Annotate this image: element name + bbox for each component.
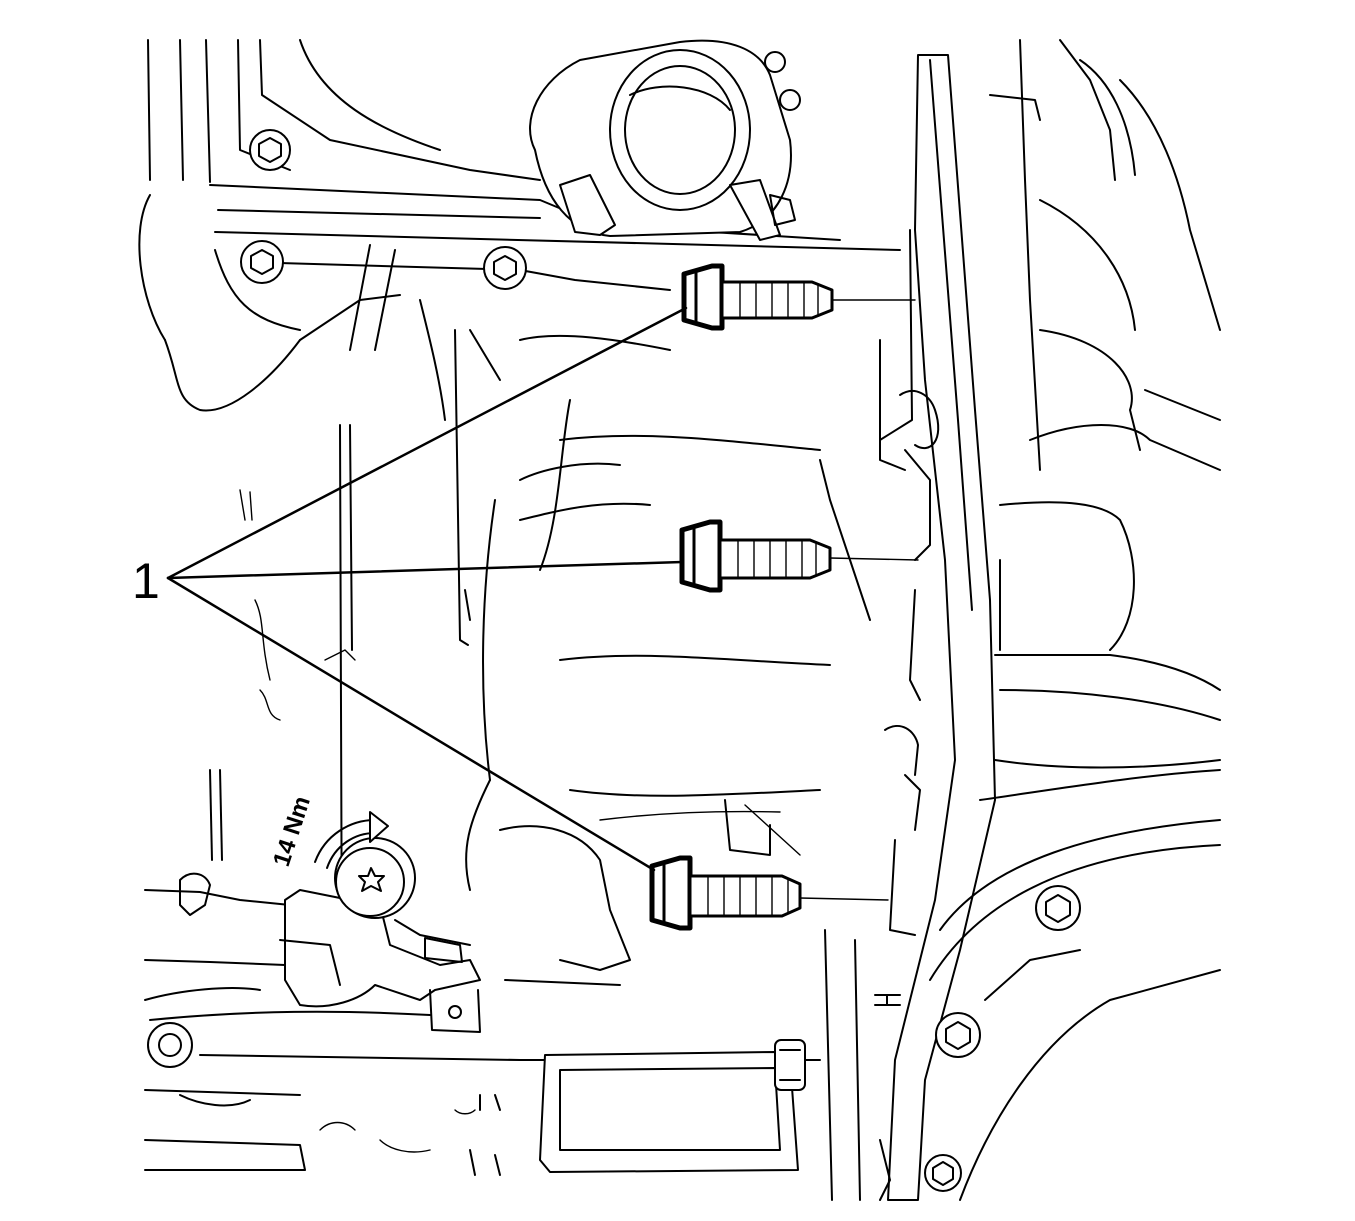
mount-bolt-middle	[679, 519, 919, 593]
mount-bolt-upper	[681, 263, 916, 331]
callout-number: 1	[132, 553, 160, 609]
hex-nut-top-left	[249, 129, 291, 171]
hex-nut-left	[240, 240, 284, 284]
exhaust-flange	[529, 39, 801, 241]
hex-nut-bottom-pan	[774, 1039, 806, 1091]
hex-nut-bottom-corner	[924, 1154, 962, 1192]
leader-line-upper	[166, 306, 688, 580]
hex-nut-bottom-right-lower	[935, 1012, 981, 1058]
hex-nut-bottom-right-upper	[1035, 885, 1081, 931]
hex-nut-center	[483, 246, 527, 290]
torx-star-icon	[358, 867, 385, 892]
callout-leader-lines	[166, 306, 688, 872]
torx-bolt	[334, 837, 416, 919]
engine-block-outline	[138, 39, 1221, 1201]
leader-line-middle	[166, 560, 684, 580]
mount-bolt-lower	[649, 855, 889, 931]
torque-label: 14 Nm	[268, 793, 316, 870]
leader-line-lower	[166, 576, 656, 872]
torque-direction-arrow	[314, 811, 389, 869]
